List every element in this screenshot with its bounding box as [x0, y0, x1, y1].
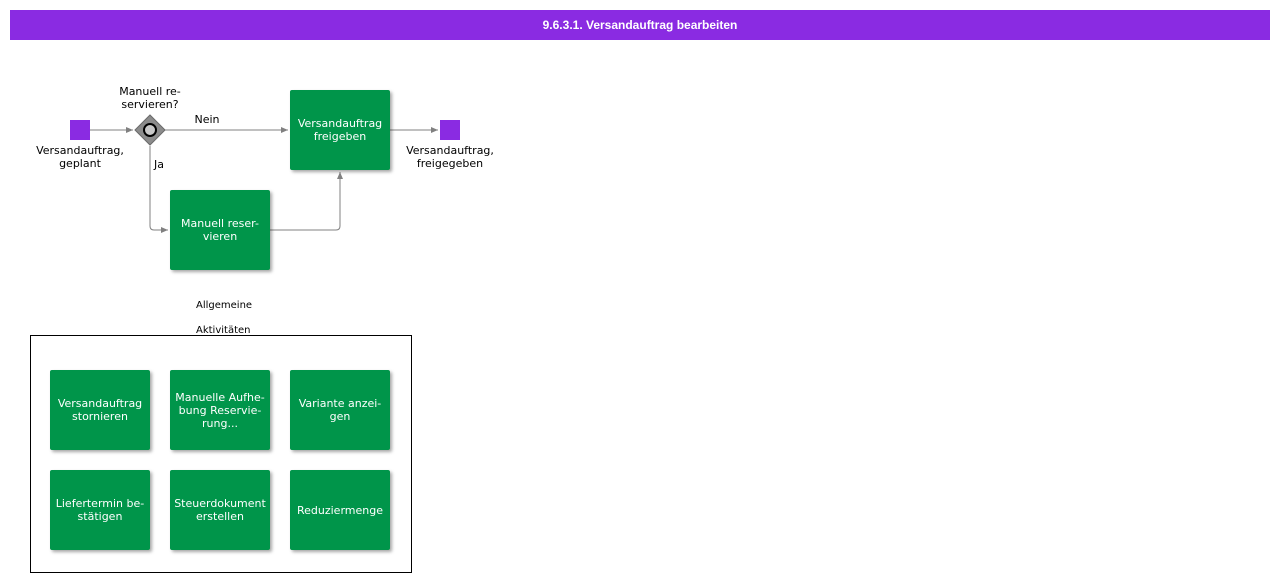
activity-cancel-shipment[interactable]: Versandauftrag stornieren — [50, 370, 150, 450]
start-event — [70, 120, 90, 140]
task-manual-reserve[interactable]: Manuell reser- vieren — [170, 190, 270, 270]
general-activities-label-line1: Allgemeine — [196, 300, 253, 310]
task-release-shipment[interactable]: Versandauftrag freigeben — [290, 90, 390, 170]
end-event — [440, 120, 460, 140]
activity-confirm-delivery-date[interactable]: Liefertermin be- stätigen — [50, 470, 150, 550]
activity-manual-release-reservation[interactable]: Manuelle Aufhe- bung Reservie- rung... — [170, 370, 270, 450]
diagram-title-bar: 9.6.3.1. Versandauftrag bearbeiten — [10, 10, 1270, 40]
activity-reduction-quantity[interactable]: Reduziermenge — [290, 470, 390, 550]
xor-gateway — [134, 114, 166, 146]
end-event-label: Versandauftrag, freigegeben — [406, 144, 494, 170]
connector-gateway-to-reserve — [149, 146, 168, 233]
activity-show-variant[interactable]: Variante anzei- gen — [290, 370, 390, 450]
start-event-label: Versandauftrag, geplant — [36, 144, 124, 170]
gateway-question-label: Manuell re- servieren? — [119, 85, 181, 111]
activity-create-control-document[interactable]: Steuerdokument erstellen — [170, 470, 270, 550]
general-activities-label-line2: Aktivitäten — [196, 325, 251, 335]
branch-no-label: Nein — [194, 113, 220, 126]
diagram-title: 9.6.3.1. Versandauftrag bearbeiten — [542, 18, 738, 32]
branch-yes-label: Ja — [154, 158, 164, 171]
connector-reserve-to-release — [270, 172, 343, 231]
